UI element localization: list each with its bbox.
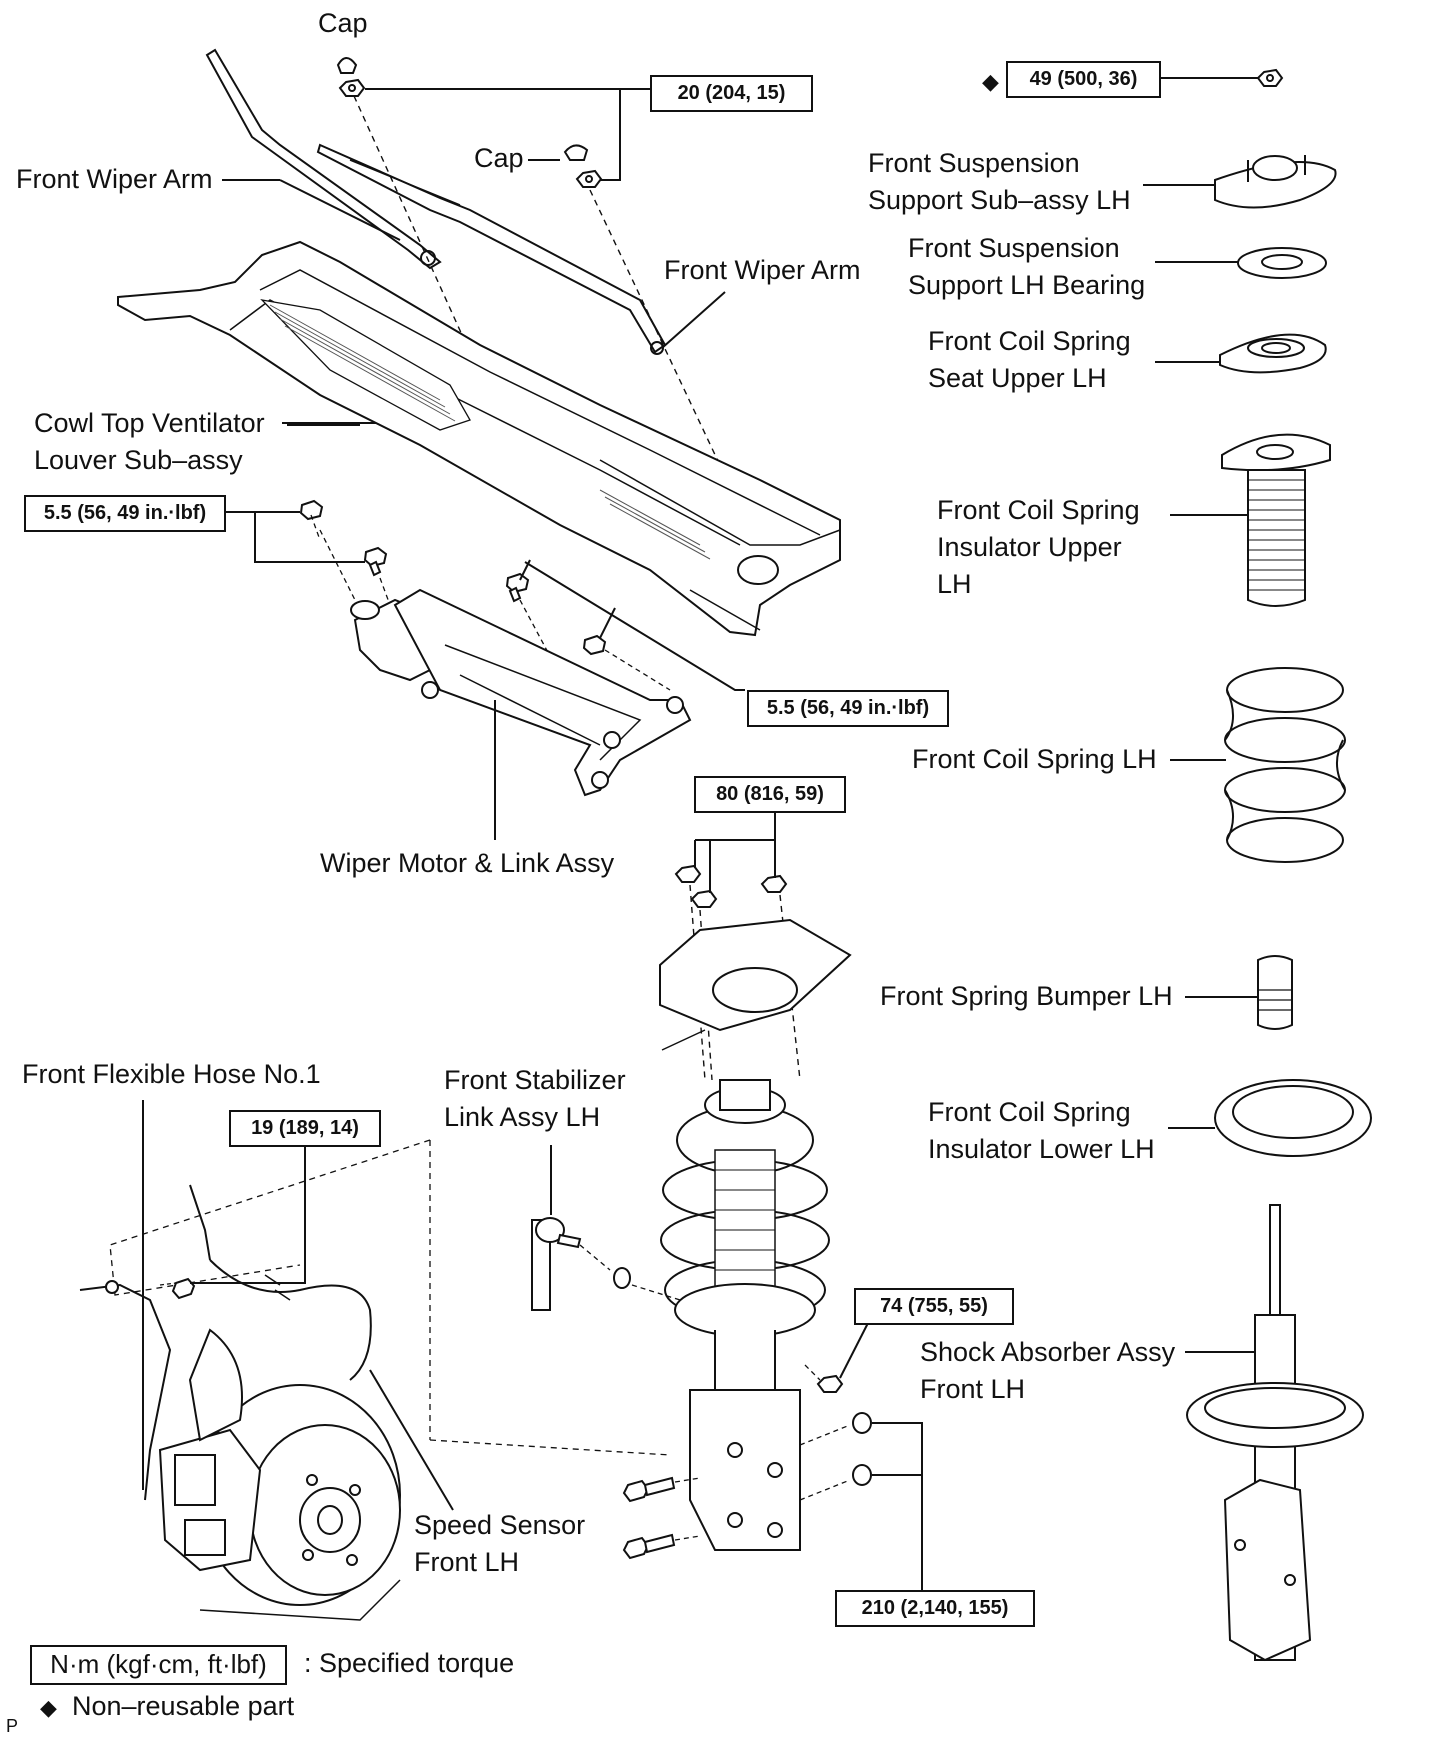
- legend-unit-box: N·m (kgf·cm, ft·lbf): [30, 1645, 287, 1685]
- strut-nut-leaders: [694, 813, 776, 893]
- stabilizer-link-drawing: [531, 1217, 681, 1311]
- hose-bolt-leader: [190, 1147, 306, 1284]
- coil-spring-drawing: [1224, 667, 1346, 863]
- strut-top-nuts-drawing: [674, 864, 788, 908]
- knuckle-boundary-dashed: [109, 1139, 671, 1456]
- stabilizer-nut-leader: [839, 1322, 869, 1379]
- flexible-hose-drawing: [79, 1184, 211, 1501]
- torque-stabilizer-nut: 74 (755, 55): [854, 1288, 1014, 1325]
- hose-bolt-drawing: [159, 1277, 196, 1300]
- label-wiper-motor-link: Wiper Motor & Link Assy: [320, 848, 615, 878]
- wiper-motor-link-drawing: [350, 588, 692, 797]
- speed-sensor-wire-drawing: [209, 1259, 372, 1381]
- brake-assembly-drawing: [158, 1328, 401, 1621]
- label-insulator-upper-line3: LH: [937, 569, 972, 599]
- label-cowl-top-line1: Cowl Top Ventilator: [34, 408, 265, 438]
- louver-grille-pattern: [269, 304, 711, 560]
- label-front-wiper-arm-right: Front Wiper Arm: [664, 255, 861, 285]
- torque-wiper-arm-nut: 20 (204, 15): [650, 75, 813, 112]
- label-spring-bumper: Front Spring Bumper LH: [880, 981, 1173, 1011]
- speed-sensor-leader: [369, 1369, 454, 1511]
- label-stabilizer-link-line2: Link Assy LH: [444, 1102, 601, 1132]
- spring-bumper-drawing: [1257, 955, 1293, 1030]
- label-seat-upper-line2: Seat Upper LH: [928, 363, 1107, 393]
- label-insulator-upper-line2: Insulator Upper: [937, 532, 1122, 562]
- diamond-support-nut: ◆: [982, 69, 999, 94]
- label-support-subassy-line1: Front Suspension: [868, 148, 1080, 178]
- label-insulator-upper-line1: Front Coil Spring: [937, 495, 1140, 525]
- strut-assembly-drawing: [660, 1079, 830, 1551]
- label-speed-sensor-line1: Speed Sensor: [414, 1510, 586, 1540]
- label-cap-top: Cap: [318, 8, 368, 38]
- label-support-bearing-line1: Front Suspension: [908, 233, 1120, 263]
- support-subassy-drawing: [1214, 155, 1337, 209]
- torque-upper-nuts: 80 (816, 59): [694, 776, 846, 813]
- knuckle-leaders: [872, 1422, 923, 1595]
- label-cap-mid: Cap: [474, 143, 524, 173]
- label-shock-absorber-line1: Shock Absorber Assy: [920, 1337, 1176, 1367]
- label-insulator-lower-line2: Insulator Lower LH: [928, 1134, 1155, 1164]
- legend-unit-description: : Specified torque: [304, 1648, 515, 1678]
- insulator-upper-drawing: [1221, 433, 1331, 607]
- cowl-bolt-leaders: [225, 511, 745, 691]
- front-wiper-arm-left-drawing: [205, 48, 442, 270]
- label-insulator-lower-line1: Front Coil Spring: [928, 1097, 1131, 1127]
- stabilizer-nut-drawing: [804, 1364, 844, 1393]
- cowl-top-ventilator-louver-drawing: [117, 240, 841, 637]
- legend-diamond-icon: ◆: [40, 1695, 57, 1720]
- body-panel-drawing: [659, 918, 852, 1051]
- label-shock-absorber-line2: Front LH: [920, 1374, 1026, 1404]
- label-seat-upper-line1: Front Coil Spring: [928, 326, 1131, 356]
- torque-cowl-bolt: 5.5 (56, 49 in.·lbf): [24, 495, 226, 532]
- torque-support-nut: 49 (500, 36): [1006, 61, 1161, 98]
- torque-hose-bolt: 19 (189, 14): [229, 1110, 381, 1147]
- torque-knuckle-bolts: 210 (2,140, 155): [835, 1590, 1035, 1627]
- label-support-bearing-line2: Support LH Bearing: [908, 270, 1146, 300]
- support-bearing-drawing: [1237, 247, 1327, 279]
- insulator-lower-drawing: [1214, 1079, 1372, 1157]
- cap-and-nut-drawings: [336, 57, 1284, 188]
- label-support-subassy-line2: Support Sub–assy LH: [868, 185, 1131, 215]
- torque-motor-bolt: 5.5 (56, 49 in.·lbf): [747, 690, 949, 727]
- label-coil-spring: Front Coil Spring LH: [912, 744, 1157, 774]
- knuckle-bolts-drawing: [622, 1412, 872, 1560]
- shock-absorber-drawing: [1186, 1204, 1364, 1662]
- seat-upper-drawing: [1219, 333, 1327, 374]
- label-stabilizer-link-line1: Front Stabilizer: [444, 1065, 626, 1095]
- label-cowl-top-line2: Louver Sub–assy: [34, 445, 243, 475]
- legend-nonreusable: Non–reusable part: [72, 1691, 295, 1721]
- label-flexible-hose: Front Flexible Hose No.1: [22, 1059, 321, 1089]
- label-front-wiper-arm-left: Front Wiper Arm: [16, 164, 213, 194]
- wiper-leader-lines: [222, 77, 1258, 424]
- corner-mark: P: [6, 1716, 19, 1736]
- label-speed-sensor-line2: Front LH: [414, 1547, 520, 1577]
